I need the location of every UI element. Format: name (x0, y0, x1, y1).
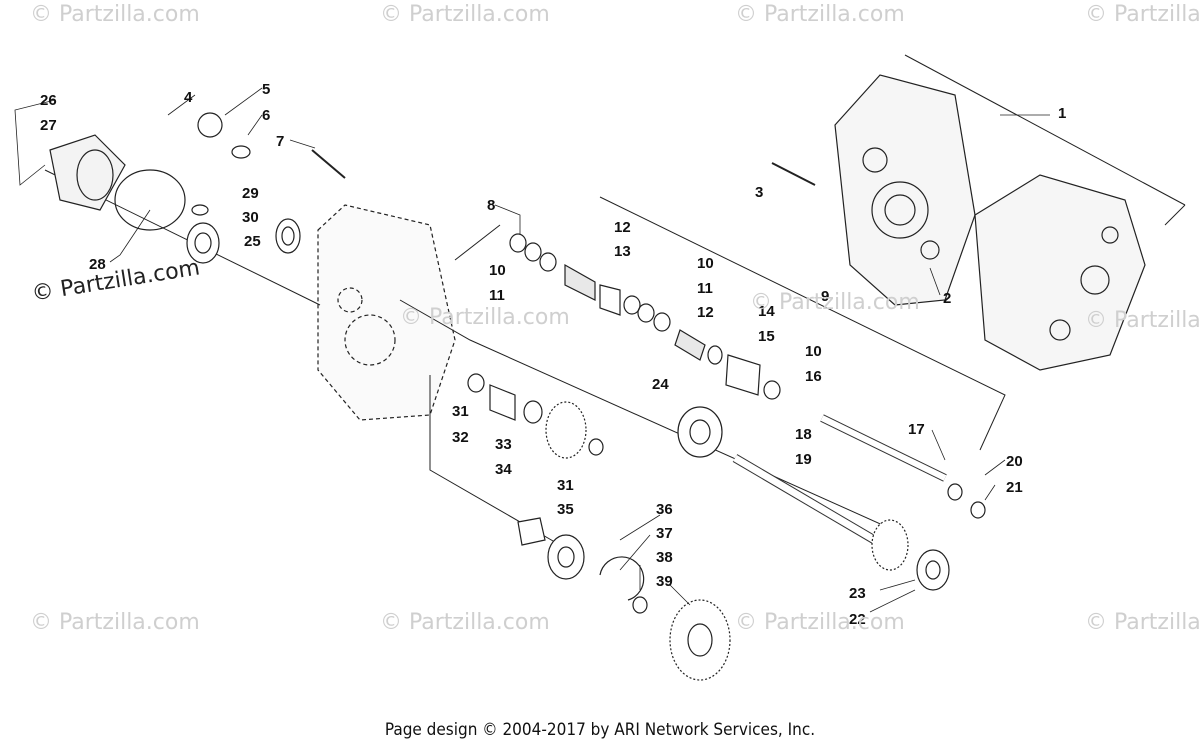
callout-28[interactable]: 28 (89, 256, 106, 273)
watermark: © Partzilla.com (30, 610, 200, 635)
callout-5[interactable]: 5 (262, 81, 270, 98)
watermark: © Partzilla.com (1085, 610, 1200, 635)
callout-7[interactable]: 7 (276, 133, 284, 150)
callout-10a[interactable]: 10 (489, 262, 506, 279)
callout-1[interactable]: 1 (1058, 105, 1066, 122)
callout-22[interactable]: 22 (849, 611, 866, 628)
callout-15[interactable]: 15 (758, 328, 775, 345)
callout-36[interactable]: 36 (656, 501, 673, 518)
callout-33[interactable]: 33 (495, 436, 512, 453)
callout-35[interactable]: 35 (557, 501, 574, 518)
callout-4[interactable]: 4 (184, 89, 193, 106)
watermark: © Partzilla.com (380, 610, 550, 635)
callout-26[interactable]: 26 (40, 92, 57, 109)
callout-34[interactable]: 34 (495, 461, 512, 478)
callout-10b[interactable]: 10 (697, 255, 714, 272)
callout-19[interactable]: 19 (795, 451, 812, 468)
callout-12a[interactable]: 12 (614, 219, 631, 236)
callout-11a[interactable]: 11 (489, 287, 505, 304)
callout-31b[interactable]: 31 (557, 477, 574, 494)
callout-30[interactable]: 30 (242, 209, 259, 226)
callout-14[interactable]: 14 (758, 303, 775, 320)
callout-23[interactable]: 23 (849, 585, 866, 602)
watermark: © Partzilla.com (30, 2, 200, 27)
callout-21[interactable]: 21 (1006, 479, 1023, 496)
callout-10c[interactable]: 10 (805, 343, 822, 360)
page-footer: Page design © 2004-2017 by ARI Network S… (384, 720, 816, 740)
watermark: © Partzilla.com (400, 305, 570, 330)
callout-8[interactable]: 8 (487, 197, 495, 214)
callout-38[interactable]: 38 (656, 549, 673, 566)
callout-9[interactable]: 9 (821, 288, 829, 305)
left-crankcase (317, 204, 456, 421)
crankcase-halves (834, 54, 1186, 371)
callout-11b[interactable]: 11 (697, 280, 713, 297)
watermark: © Partzilla.com (380, 2, 550, 27)
callout-32[interactable]: 32 (452, 429, 469, 446)
callout-31a[interactable]: 31 (452, 403, 469, 420)
callout-37[interactable]: 37 (656, 525, 673, 542)
callout-labels: 1 2 3 4 5 6 7 8 9 10 10 10 11 11 12 12 1… (40, 81, 1066, 628)
callout-25[interactable]: 25 (244, 233, 261, 250)
callout-29[interactable]: 29 (242, 185, 259, 202)
callout-3[interactable]: 3 (755, 184, 763, 201)
watermark: © Partzilla.com (735, 2, 905, 27)
watermark: © Partzilla.com (1085, 2, 1200, 27)
callout-18[interactable]: 18 (795, 426, 812, 443)
callout-27[interactable]: 27 (40, 117, 57, 134)
watermark: © Partzilla.com (1085, 308, 1200, 333)
callout-13[interactable]: 13 (614, 243, 631, 260)
callout-20[interactable]: 20 (1006, 453, 1023, 470)
callout-16[interactable]: 16 (805, 368, 822, 385)
callout-12b[interactable]: 12 (697, 304, 714, 321)
callout-24[interactable]: 24 (652, 376, 669, 393)
callout-17[interactable]: 17 (908, 421, 925, 438)
watermark: © Partzilla.com (750, 290, 920, 315)
callout-2[interactable]: 2 (943, 290, 951, 307)
callout-39[interactable]: 39 (656, 573, 673, 590)
watermark: © Partzilla.com (735, 610, 905, 635)
callout-6[interactable]: 6 (262, 107, 270, 124)
